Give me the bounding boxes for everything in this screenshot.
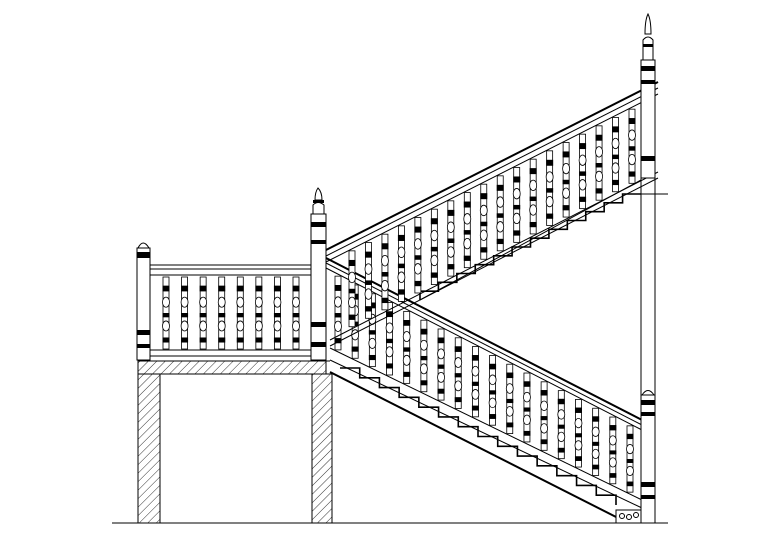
lower-baluster xyxy=(523,372,531,443)
upper-baluster xyxy=(430,208,439,285)
lower-baluster xyxy=(488,355,497,426)
lower-baluster xyxy=(626,425,634,493)
lower-baluster xyxy=(540,381,549,451)
left-newel-post xyxy=(136,242,151,361)
upper-baluster xyxy=(348,250,356,328)
upper-baluster xyxy=(611,117,620,193)
lower-handrail-top xyxy=(325,257,643,421)
upper-flight-balusters xyxy=(348,108,636,328)
upper-baluster xyxy=(364,242,373,319)
upper-base-rail xyxy=(329,171,659,341)
lower-tread-profile xyxy=(340,367,617,505)
lower-baluster xyxy=(334,275,342,351)
upper-flight-railing xyxy=(325,81,659,347)
landing-balusters xyxy=(162,276,300,350)
middle-newel-post xyxy=(310,187,327,361)
landing-baluster xyxy=(180,276,189,350)
middle-post-finial xyxy=(312,202,325,215)
lower-flight-balusters xyxy=(334,275,634,493)
upper-baluster xyxy=(529,158,538,235)
lower-baluster xyxy=(557,390,566,460)
upper-baluster xyxy=(413,217,422,294)
landing-handrail xyxy=(149,264,315,276)
bottom-right-newel-post xyxy=(640,390,656,524)
lower-flight-treads xyxy=(340,367,617,505)
upper-baluster xyxy=(628,108,636,184)
landing-baluster xyxy=(199,276,208,350)
top-right-newel-post xyxy=(640,12,656,179)
upper-baluster xyxy=(463,192,472,269)
lower-baluster xyxy=(505,363,514,434)
landing-bottom-rail xyxy=(149,349,315,357)
upper-baluster xyxy=(595,125,603,201)
upper-baluster xyxy=(512,167,521,243)
lower-stringer-bottom xyxy=(329,371,623,521)
lower-baluster xyxy=(437,328,445,401)
right-support-column xyxy=(311,373,333,524)
upper-baluster xyxy=(578,133,587,210)
first-step-base xyxy=(615,509,642,524)
lower-baluster xyxy=(574,399,583,468)
lower-baluster xyxy=(454,337,463,409)
lower-baluster xyxy=(419,319,428,393)
upper-baluster xyxy=(446,200,455,277)
landing-baluster xyxy=(273,276,282,350)
lower-baluster xyxy=(385,302,394,376)
upper-tread-profile xyxy=(419,193,641,300)
lower-flight-railing xyxy=(325,257,643,501)
lower-baluster xyxy=(471,346,480,418)
lower-baluster xyxy=(591,407,600,476)
upper-baluster xyxy=(562,142,571,218)
landing-baluster xyxy=(236,276,245,350)
lower-stringer-top xyxy=(329,359,643,509)
landing-baluster xyxy=(254,276,263,350)
lower-baluster xyxy=(608,416,617,485)
landing-baluster xyxy=(292,276,300,350)
left-support-column xyxy=(137,373,161,524)
upper-handrail-top xyxy=(325,81,659,251)
landing-baluster xyxy=(162,276,170,350)
lower-handrail-bottom xyxy=(325,267,643,431)
landing-railing xyxy=(149,264,315,357)
upper-baluster xyxy=(545,150,554,226)
upper-baluster xyxy=(479,183,488,260)
upper-handrail-bottom xyxy=(325,93,659,263)
lower-base-rail xyxy=(329,347,643,501)
lower-baluster xyxy=(402,310,411,384)
landing-slab xyxy=(137,360,327,375)
top-post-finial xyxy=(642,36,654,61)
upper-baluster xyxy=(381,233,389,311)
upper-baluster xyxy=(397,225,406,302)
landing-baluster xyxy=(217,276,226,350)
upper-baluster xyxy=(496,175,505,252)
